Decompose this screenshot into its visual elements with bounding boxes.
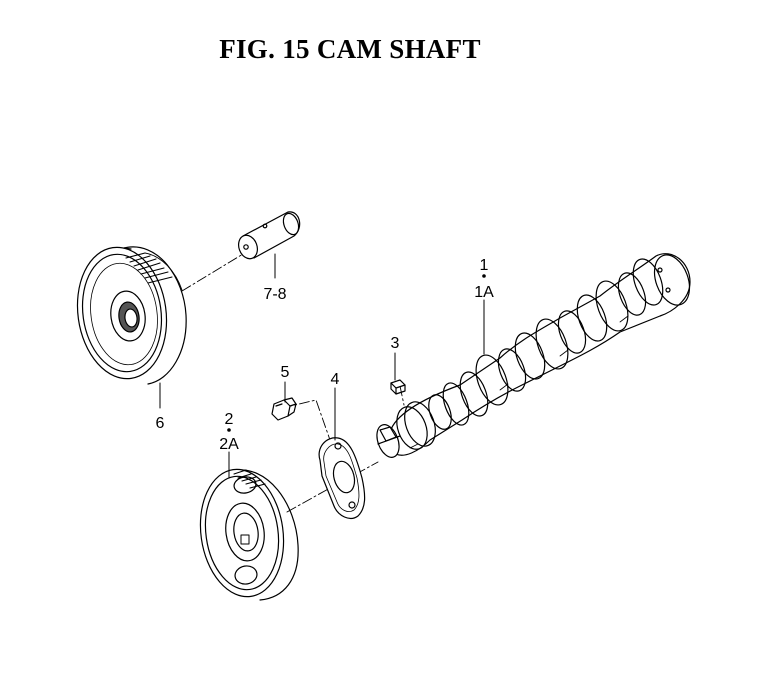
callout-4: 4 [331, 371, 340, 388]
callout-5: 5 [281, 364, 290, 381]
callout-2a: 2A [219, 436, 239, 453]
callout-6: 6 [156, 415, 165, 432]
thrust-plate-part-4 [318, 437, 366, 519]
callout-3: 3 [391, 335, 400, 352]
callout-1a: 1A [474, 284, 494, 301]
woodruff-key-part-3 [390, 379, 406, 395]
idler-shaft-part-7-8 [237, 211, 301, 260]
idler-gear-part-6 [76, 246, 187, 385]
assembly-centerlines [181, 253, 405, 513]
figure-title: FIG. 15 CAM SHAFT [219, 34, 481, 64]
callout-leaders [159, 253, 485, 479]
callout-7-8: 7-8 [263, 286, 286, 303]
bolt-part-5 [271, 397, 297, 421]
callout-2: 2 [225, 411, 234, 428]
camshaft-gear-part-2 [199, 468, 299, 601]
callout-1: 1 [480, 257, 489, 274]
camshaft-part-1 [376, 253, 691, 458]
callout-dots [227, 274, 486, 432]
